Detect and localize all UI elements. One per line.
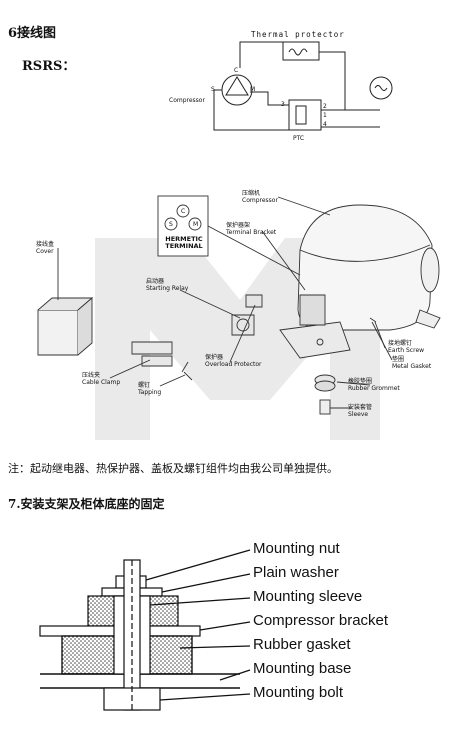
grommet-en: Rubber Grommet (348, 385, 400, 392)
hermetic-line-2: TERMINAL (165, 242, 203, 250)
label-compressor-bracket: Compressor bracket (253, 612, 389, 629)
earth-screw-label: 接地螺钉 Earth Screw (388, 340, 424, 354)
clamp-en: Cable Clamp (82, 379, 121, 386)
hermetic-terminal-label: HERMETIC TERMINAL (160, 236, 208, 250)
sleeve-label: 安装套管 Sleeve (348, 404, 372, 418)
hermetic-m: M (193, 221, 199, 228)
sleeve-zh: 安装套管 (348, 404, 373, 411)
tapping-label: 螺钉 Tapping (138, 382, 161, 396)
terminal-c-label: C (234, 67, 239, 74)
ptc-box (288, 99, 322, 131)
ptc-pin-3: 3 (281, 101, 285, 108)
terminal-bracket-label: 保护器架 Terminal Bracket (226, 222, 276, 236)
ptc-pin-2: 2 (323, 103, 327, 110)
overload-protector-label: 保护器 Overload Protector (205, 354, 262, 368)
label-rubber-gasket: Rubber gasket (253, 636, 351, 653)
relay-zh: 启动器 (146, 278, 165, 285)
wiring-diagram (213, 41, 393, 131)
hermetic-c: C (181, 208, 186, 215)
thermal-protector-label: Thermal protector (251, 30, 345, 39)
label-plain-washer: Plain washer (253, 564, 339, 581)
tapping-zh: 螺钉 (138, 382, 151, 389)
bracket-zh: 保护器架 (226, 222, 251, 229)
compressor-label: 压缩机 Compressor (242, 190, 278, 204)
cover-label: 接线盒 Cover (36, 241, 54, 255)
clamp-zh: 压线夹 (82, 372, 101, 379)
compressor-wiring-label: Compressor (169, 97, 205, 104)
ptc-pin-1: 1 (323, 112, 327, 119)
bracket-en: Terminal Bracket (226, 229, 277, 236)
gasket-zh: 垫圈 (392, 356, 405, 363)
gasket-en: Metal Gasket (392, 363, 432, 370)
earth-zh: 接地螺钉 (388, 340, 413, 347)
label-mounting-nut: Mounting nut (253, 540, 340, 557)
earth-en: Earth Screw (388, 347, 425, 354)
terminal-m-label: M (250, 86, 256, 93)
thermal-protector-box (282, 41, 320, 61)
section-6-title: 6接线图 (8, 26, 57, 41)
compressor-en: Compressor (242, 197, 278, 204)
sleeve-en: Sleeve (348, 411, 369, 418)
hermetic-line-1: HERMETIC (165, 235, 203, 243)
starting-relay-label: 启动器 Starting Relay (146, 278, 188, 292)
cable-clamp-label: 压线夹 Cable Clamp (82, 372, 120, 386)
label-mounting-bolt: Mounting bolt (253, 684, 344, 701)
protector-en: Overload Protector (205, 361, 262, 368)
hermetic-s: S (169, 221, 173, 228)
section-7-title: 7.安装支架及柜体底座的固定 (8, 497, 165, 511)
ptc-pin-4: 4 (323, 121, 327, 128)
label-mounting-sleeve: Mounting sleeve (253, 588, 363, 605)
section-6-subtitle: RSRS： (22, 59, 76, 74)
rubber-grommet-label: 橡胶垫圈 Rubber Grommet (348, 378, 400, 392)
grommet-zh: 橡胶垫圈 (348, 378, 373, 385)
tapping-en: Tapping (138, 389, 162, 396)
cover-zh: 接线盒 (36, 241, 55, 248)
section-6-note: 注：起动继电器、热保护器、盖板及螺钉组件均由我公司单独提供。 (8, 462, 338, 475)
exploded-diagram (37, 195, 441, 440)
protector-zh: 保护器 (205, 354, 224, 361)
terminal-s-label: S (211, 86, 215, 93)
cover-en: Cover (36, 248, 54, 255)
label-mounting-base: Mounting base (253, 660, 352, 677)
ac-source-symbol (369, 76, 393, 100)
ptc-label: PTC (293, 135, 305, 142)
metal-gasket-label: 垫圈 Metal Gasket (392, 356, 431, 370)
relay-en: Starting Relay (146, 285, 189, 292)
compressor-zh: 压缩机 (242, 190, 261, 197)
